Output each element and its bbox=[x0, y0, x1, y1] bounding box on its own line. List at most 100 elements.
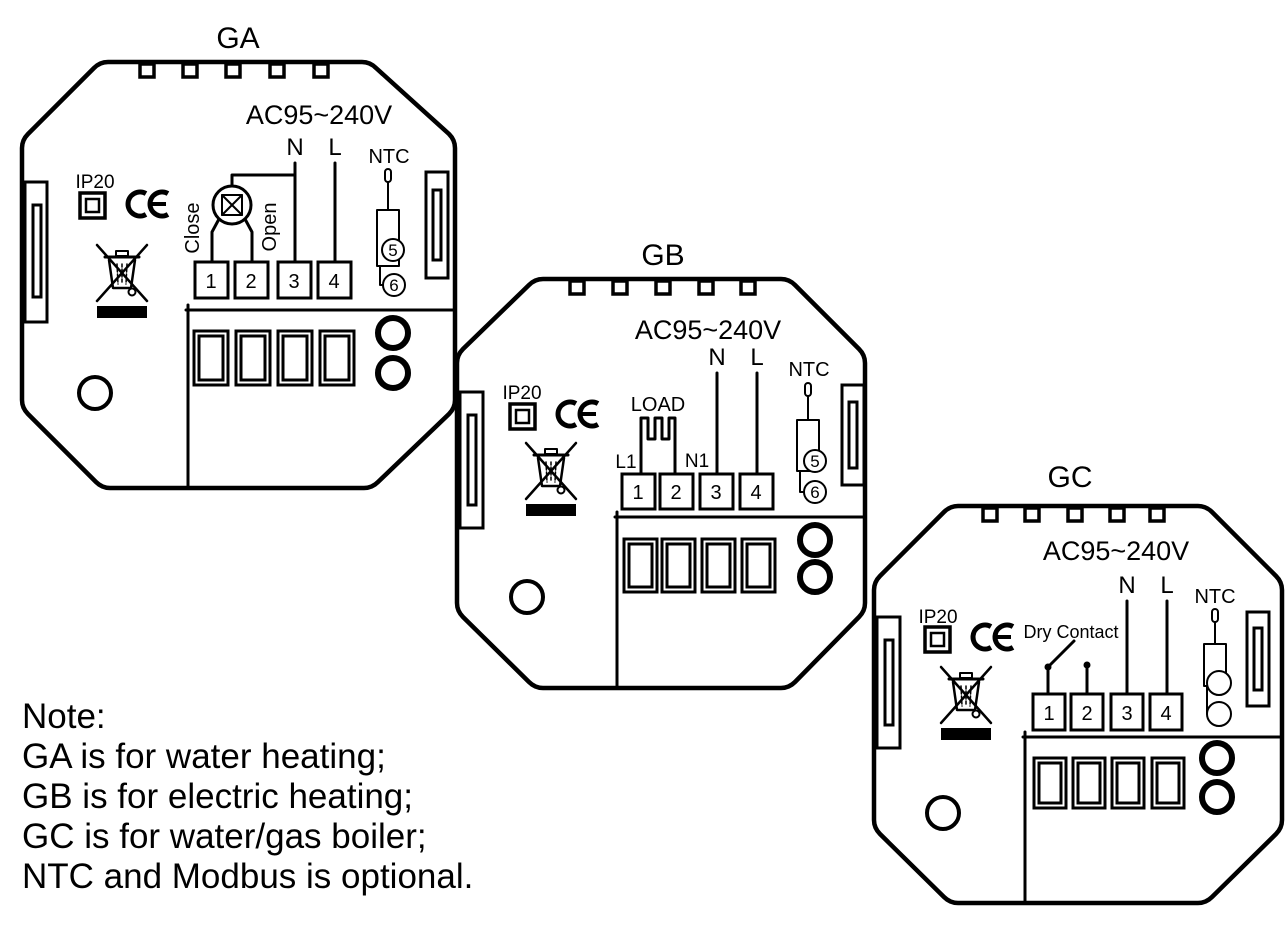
double-insulation-icon bbox=[78, 191, 107, 220]
weee-crossed-bin-icon bbox=[524, 441, 578, 516]
screw-ring bbox=[797, 522, 833, 558]
clip-slot bbox=[883, 638, 895, 727]
lower-housing bbox=[1021, 730, 1282, 903]
terminal-4 bbox=[316, 260, 353, 300]
lower-housing bbox=[184, 303, 455, 488]
ntc-pin-circle bbox=[382, 273, 406, 297]
tab bbox=[181, 62, 199, 79]
connector-slot-inner bbox=[665, 542, 692, 589]
lower-housing bbox=[613, 510, 865, 688]
ntc-pin-number: 5 bbox=[388, 241, 397, 260]
terminal-block: 1 2 3 4 bbox=[193, 260, 353, 300]
terminal-number: 3 bbox=[710, 482, 721, 504]
double-insulation-icon bbox=[923, 625, 952, 654]
ce-mark-icon bbox=[970, 622, 1015, 652]
terminal-2 bbox=[658, 472, 695, 511]
ntc-body bbox=[796, 419, 820, 472]
tab bbox=[312, 62, 330, 79]
right-clip bbox=[1245, 610, 1271, 708]
terminal-3 bbox=[1109, 692, 1145, 732]
connector-slot-inner bbox=[1076, 761, 1102, 805]
left-clip bbox=[458, 390, 485, 530]
load-label: LOAD bbox=[631, 394, 685, 416]
clip-slot bbox=[431, 188, 443, 262]
cross-line bbox=[524, 441, 578, 501]
screw-ring bbox=[797, 559, 833, 595]
bin-rib bbox=[125, 263, 128, 285]
right-clip bbox=[840, 383, 866, 487]
screw-ring bbox=[1199, 740, 1235, 776]
terminal-number: 2 bbox=[1081, 703, 1092, 725]
connector-slot-inner bbox=[239, 334, 267, 382]
tab bbox=[654, 279, 672, 296]
load-l1-label: L1 bbox=[615, 452, 636, 473]
clip-slot bbox=[31, 203, 43, 299]
panel-title: GA bbox=[216, 22, 259, 55]
bin-bar bbox=[941, 728, 991, 740]
valve-open-wire bbox=[243, 217, 254, 264]
neutral-label: N bbox=[708, 344, 725, 371]
dry-contact-switch-icon bbox=[1044, 639, 1091, 696]
supply-voltage: AC95~240V bbox=[635, 315, 781, 345]
terminal-1 bbox=[620, 472, 657, 511]
ntc-body bbox=[376, 209, 400, 267]
live-label: L bbox=[328, 134, 341, 161]
screw-ring bbox=[375, 315, 411, 351]
terminal-2 bbox=[233, 260, 270, 300]
terminal-number: 1 bbox=[205, 271, 216, 293]
note-block: Note: GA is for water heating; GB is for… bbox=[22, 697, 473, 896]
terminal-number: 4 bbox=[328, 271, 339, 293]
switch-blade bbox=[1046, 639, 1076, 669]
double-insulation-icon bbox=[508, 402, 537, 431]
terminal-number: 3 bbox=[1121, 703, 1132, 725]
valve-open-label: Open bbox=[259, 203, 281, 252]
valve-close-wire bbox=[210, 217, 221, 264]
inner-square bbox=[84, 197, 101, 214]
note-line: GA is for water heating; bbox=[22, 737, 386, 776]
ntc-sensor-icon bbox=[376, 168, 406, 297]
ce-mark-icon bbox=[125, 189, 170, 219]
connector-slot-inner bbox=[1155, 761, 1181, 805]
bin-rib bbox=[554, 461, 557, 483]
note-line: GC is for water/gas boiler; bbox=[22, 817, 427, 856]
mounting-hole bbox=[77, 375, 113, 411]
ntc-pin-circle bbox=[1206, 701, 1232, 727]
cross-line bbox=[939, 665, 993, 725]
tab bbox=[1023, 506, 1041, 523]
panel-gc: GC IP20 AC95~240V N L bbox=[871, 461, 1285, 906]
screw-ring bbox=[1199, 779, 1235, 815]
connector-slot-inner bbox=[323, 334, 351, 382]
terminal-1 bbox=[1031, 692, 1067, 732]
left-clip bbox=[23, 180, 49, 324]
panel-gb: GB IP20 AC95~240V N L bbox=[454, 239, 868, 691]
connector-slot-inner bbox=[745, 542, 772, 589]
bin-wheel bbox=[556, 485, 566, 495]
ip-rating: IP20 bbox=[502, 383, 541, 404]
ntc-sensor-icon bbox=[1203, 608, 1232, 727]
terminal-3 bbox=[698, 472, 735, 511]
tab bbox=[1148, 506, 1166, 523]
cross-line bbox=[95, 243, 149, 303]
tab bbox=[1108, 506, 1126, 523]
ntc-pin-number: 5 bbox=[810, 452, 819, 471]
note-line: NTC and Modbus is optional. bbox=[22, 857, 473, 896]
terminal-3 bbox=[276, 260, 313, 300]
terminal-number: 3 bbox=[288, 271, 299, 293]
ntc-sensor-icon bbox=[796, 382, 827, 504]
valve-common-wire bbox=[230, 173, 297, 188]
ce-mark-icon bbox=[555, 399, 600, 429]
tab bbox=[1066, 506, 1084, 523]
connector-slot-inner bbox=[1115, 761, 1141, 805]
top-tabs bbox=[138, 62, 330, 79]
connector-slot-inner bbox=[627, 542, 654, 589]
ce-c-stroke bbox=[125, 189, 148, 219]
bin-rib bbox=[960, 685, 963, 707]
connector-slot-inner bbox=[705, 542, 732, 589]
motorized-valve-icon bbox=[211, 184, 253, 226]
tab bbox=[697, 279, 715, 296]
clip-slot bbox=[1252, 626, 1264, 692]
note-line: GB is for electric heating; bbox=[22, 777, 413, 816]
tab bbox=[611, 279, 629, 296]
ntc-lead bbox=[799, 470, 805, 493]
